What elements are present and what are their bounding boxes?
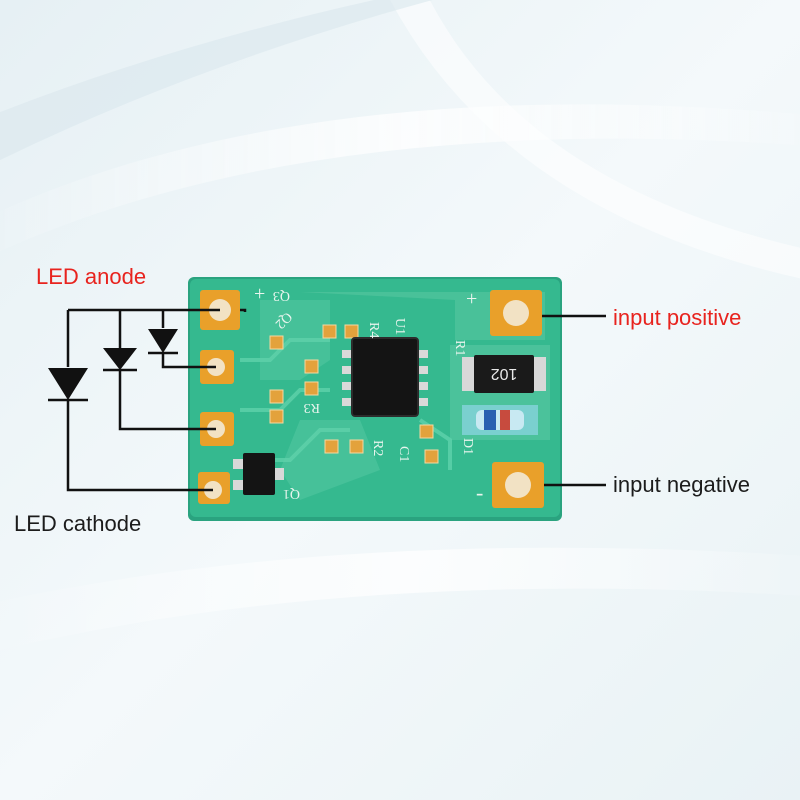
resistor-marking: 102 — [491, 365, 518, 382]
silk-plus-left: + — [254, 283, 265, 305]
silk-r1: R1 — [452, 340, 467, 356]
led-cathode-label: LED cathode — [14, 511, 142, 536]
led-symbol-large — [48, 368, 88, 400]
silk-r2: R2 — [370, 440, 385, 456]
silk-c1: C1 — [396, 446, 411, 462]
input-negative-label: input negative — [613, 472, 750, 497]
led-anode-label: LED anode — [36, 264, 147, 289]
silk-r3: R3 — [304, 400, 320, 415]
resistor-102: 102 — [462, 355, 546, 393]
silk-q3: Q3 — [273, 288, 290, 303]
silk-u1: U1 — [392, 318, 407, 335]
led-symbol-medium — [103, 348, 137, 370]
input-pointer-lines — [542, 314, 606, 487]
silk-d1: D1 — [460, 438, 475, 455]
silk-minus-right: - — [476, 480, 483, 505]
led-symbol-small — [148, 329, 178, 353]
transistor-q1 — [233, 453, 284, 495]
smd-pads — [269, 324, 439, 464]
diode-d1 — [462, 405, 538, 435]
input-positive-label: input positive — [613, 305, 742, 330]
input-pads — [490, 290, 544, 508]
silk-r4: R4 — [366, 322, 381, 338]
silk-plus-right: + — [466, 288, 477, 310]
diode-symbols — [48, 329, 178, 400]
silk-q1: Q1 — [283, 486, 300, 501]
ic-chip-u1 — [342, 337, 428, 417]
led-schematic-overlay — [48, 308, 247, 492]
